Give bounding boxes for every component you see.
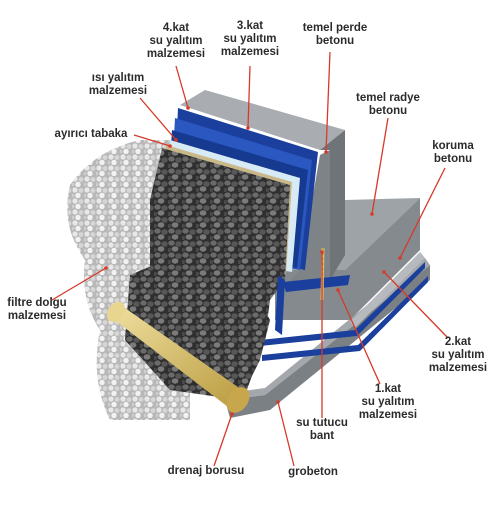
label-kat2: 2.kat su yalıtım malzemesi <box>428 336 488 374</box>
leader-kat3-dot <box>246 126 250 130</box>
label-temel-radye: temel radye betonu <box>356 92 420 117</box>
leader-lines <box>51 51 449 467</box>
drainage-gravel-lower <box>125 245 270 400</box>
leader-kat3 <box>247 65 251 129</box>
leader-temel-perde-dot <box>324 150 328 154</box>
drainage-pipe-body <box>108 308 245 410</box>
leader-isi-yalitim <box>139 97 177 141</box>
leader-kat2 <box>383 271 449 339</box>
label-koruma: koruma betonu <box>432 140 474 165</box>
drainage-pipe-end <box>226 387 250 413</box>
perde-wall-front <box>285 150 330 285</box>
perde-wall-top <box>180 90 345 150</box>
leader-temel-radye-dot <box>370 212 374 216</box>
radye-front <box>275 198 420 320</box>
drainage-pipe-start <box>106 301 126 323</box>
leader-drenaj-dot <box>230 412 234 416</box>
leader-kat4-dot <box>186 106 190 110</box>
label-kat3: 3.kat su yalıtım malzemesi <box>220 20 280 58</box>
leader-drenaj <box>213 413 233 467</box>
perde-wall-side <box>320 130 345 280</box>
label-ayirici: ayırıcı tabaka <box>54 128 128 140</box>
leader-kat1 <box>337 289 381 385</box>
leader-temel-perde <box>325 51 331 153</box>
leader-ayirici-dot <box>168 144 172 148</box>
label-temel-perde: temel perde betonu <box>302 22 368 47</box>
leader-kat1-dot <box>336 288 340 292</box>
label-drenaj: drenaj borusu <box>167 465 245 477</box>
label-grobeton: grobeton <box>288 466 338 478</box>
label-kat4: 4.kat su yalıtım malzemesi <box>146 22 206 60</box>
leader-grobeton <box>277 401 295 467</box>
leader-filtre-dot <box>104 266 108 270</box>
leader-kat4 <box>175 65 189 109</box>
leader-su-tutucu-dot <box>320 250 324 254</box>
leader-filtre <box>51 267 107 301</box>
leader-koruma-dot <box>398 256 402 260</box>
leader-kat2-dot <box>382 270 386 274</box>
leader-grobeton-dot <box>276 400 280 404</box>
leader-koruma <box>399 167 446 259</box>
leader-ayirici <box>133 134 171 147</box>
label-kat1: 1.kat su yalıtım malzemesi <box>358 383 418 421</box>
label-isi-yalitim: ısı yalıtım malzemesi <box>88 72 148 97</box>
label-su-tutucu: su tutucu bant <box>296 417 348 442</box>
l-insulation-vertical <box>275 275 285 335</box>
l-insulation-lower <box>283 275 350 292</box>
koruma-betonu-layer <box>350 252 425 328</box>
label-filtre: filtre dolgu malzemesi <box>7 297 67 322</box>
leader-temel-radye <box>371 117 389 215</box>
leader-isi-yalitim-dot <box>174 138 178 142</box>
